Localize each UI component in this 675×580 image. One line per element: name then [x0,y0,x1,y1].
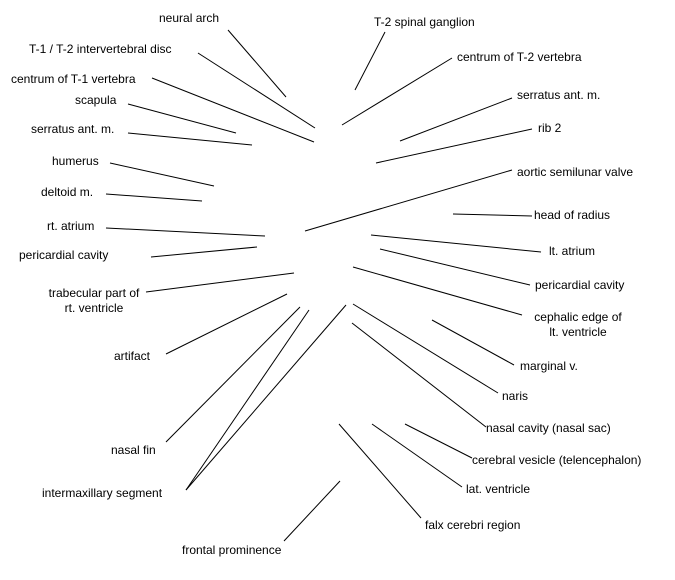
label-pericardial-right: pericardial cavity [535,278,625,292]
label-neural-arch: neural arch [159,11,220,25]
label-cephalic-line2: lt. ventricle [549,325,607,339]
leader-deltoid [105,193,203,202]
leader-falx-cerebri [338,423,422,519]
leader-nasal-fin [165,306,301,443]
label-artifact: artifact [114,349,151,363]
label-centrum-t2: centrum of T-2 vertebra [457,50,582,64]
leader-intermaxillary-b [185,304,347,491]
leader-cerebral-vesicle [404,423,473,459]
leader-aortic-valve [304,169,513,232]
leader-marginal-v [431,319,515,366]
leader-serratus-right [399,97,513,142]
label-head-radius: head of radius [534,208,611,222]
label-aortic-valve: aortic semilunar valve [517,165,634,179]
leader-trabecular [145,272,295,293]
leader-centrum-t2 [341,57,453,126]
leader-frontal-prominence [283,480,341,542]
leader-rt-atrium [105,227,266,237]
label-falx-cerebri: falx cerebri region [425,518,521,532]
leader-neural-arch [227,29,287,98]
label-rib2: rib 2 [538,121,562,135]
leader-humerus [109,162,215,187]
label-cephalic: cephalic edge of lt. ventricle [518,310,638,340]
label-lat-ventricle: lat. ventricle [466,482,531,496]
label-trabecular-line1: trabecular part of [48,286,140,300]
label-cephalic-line1: cephalic edge of [534,310,622,324]
label-serratus-right: serratus ant. m. [517,88,601,102]
label-nasal-cavity: nasal cavity (nasal sac) [486,421,611,435]
label-t2-spinal-ganglion: T-2 spinal ganglion [374,15,475,29]
leader-rib2 [375,128,533,164]
label-pericardial-left: pericardial cavity [19,248,109,262]
leader-nasal-cavity [351,322,487,428]
label-trabecular-line2: rt. ventricle [64,301,124,315]
label-centrum-t1: centrum of T-1 vertebra [11,72,136,86]
label-marginal-v: marginal v. [520,359,578,373]
label-serratus-left: serratus ant. m. [31,122,115,136]
leader-lt-atrium [370,234,542,253]
leader-head-radius [452,213,533,217]
label-intermaxillary: intermaxillary segment [42,486,163,500]
label-cerebral-vesicle: cerebral vesicle (telencephalon) [472,453,642,467]
leader-t1-t2-disc [197,52,316,129]
label-naris: naris [502,389,529,403]
leader-t2-spinal-ganglion [354,31,386,91]
label-deltoid: deltoid m. [41,185,94,199]
leader-naris [352,303,499,394]
label-nasal-fin: nasal fin [111,443,156,457]
label-humerus: humerus [52,154,99,168]
leader-cephalic [352,266,523,316]
leader-lat-ventricle [371,423,463,488]
leader-pericardial-right [379,248,531,286]
leader-intermaxillary-a [185,309,310,491]
label-lt-atrium: lt. atrium [549,244,596,258]
label-t1-t2-disc: T-1 / T-2 intervertebral disc [29,42,172,56]
leader-artifact [165,293,288,355]
leader-centrum-t1 [151,77,315,143]
label-scapula: scapula [75,93,117,107]
leader-scapula [127,103,237,134]
leader-pericardial-left [150,246,258,258]
label-frontal-prominence: frontal prominence [182,543,282,557]
label-trabecular: trabecular part of rt. ventricle [34,286,154,316]
leader-serratus-left [127,132,253,146]
label-rt-atrium: rt. atrium [47,219,95,233]
